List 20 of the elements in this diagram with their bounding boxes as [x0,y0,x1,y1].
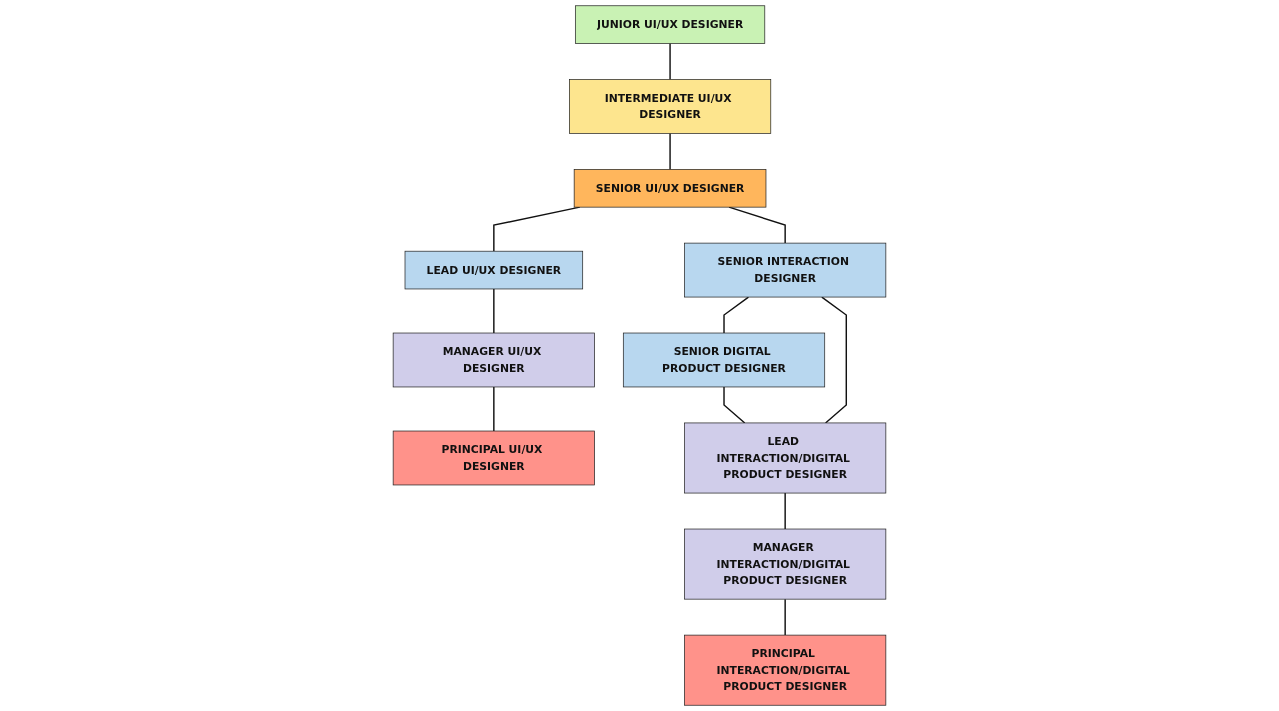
node-box: PRINCIPAL UI/UX DESIGNER [392,430,595,486]
connector [669,42,671,81]
connector [493,288,495,334]
node-box: SENIOR UI/UX DESIGNER [573,169,767,208]
connector [723,386,746,424]
node-box: LEAD UI/UX DESIGNER [404,250,584,290]
node-box: MANAGER INTERACTION/DIGITAL PRODUCT DESIGNER [684,528,887,600]
node-box: JUNIOR UI/UX DESIGNER [575,5,766,44]
connector [723,296,750,334]
connector [821,296,847,424]
connector [784,492,786,530]
connector [669,132,671,171]
node-box: SENIOR DIGITAL PRODUCT DESIGNER [622,332,826,388]
node-box: PRINCIPAL INTERACTION/DIGITAL PRODUCT DESIGNER [684,634,887,706]
node-box: SENIOR INTERACTION DESIGNER [684,242,887,298]
connector [784,598,786,636]
node-box: MANAGER UI/UX DESIGNER [392,332,595,388]
connector [493,386,495,432]
node-box: INTERMEDIATE UI/UX DESIGNER [569,79,772,134]
node-box: LEAD INTERACTION/DIGITAL PRODUCT DESIGNER [684,422,887,494]
